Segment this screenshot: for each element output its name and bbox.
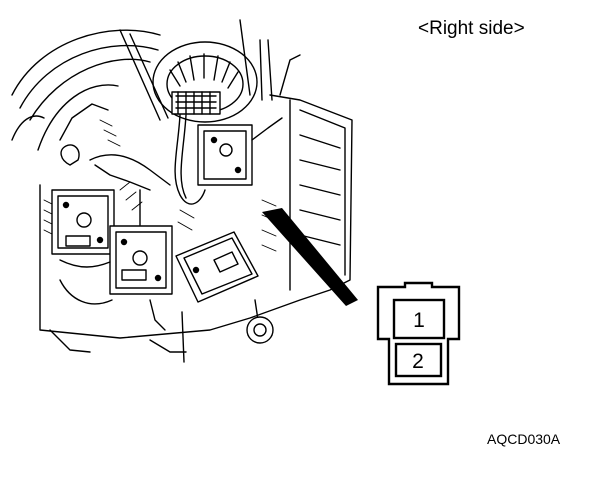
wiring-harness: [59, 19, 301, 331]
left-duct-curves: [11, 29, 161, 151]
pin-2-cavity: [394, 342, 443, 378]
detail-hatching: [43, 119, 277, 252]
actuator-upper: [197, 117, 283, 186]
pin-2-label: 2: [412, 350, 424, 373]
pin-1-label: 1: [413, 309, 425, 332]
pin-1-cavity: [392, 298, 446, 340]
side-label: <Right side>: [418, 18, 525, 39]
figure-code: AQCD030A: [487, 431, 561, 447]
drain-pipe: [181, 299, 274, 363]
leader-arrow: [262, 208, 358, 306]
actuator-middle: [109, 225, 173, 295]
actuator-tilted: [175, 231, 259, 303]
connector-face: [376, 281, 461, 386]
blower-fan: [152, 41, 258, 123]
housing-outline: [39, 94, 353, 353]
actuator-left: [51, 189, 115, 255]
